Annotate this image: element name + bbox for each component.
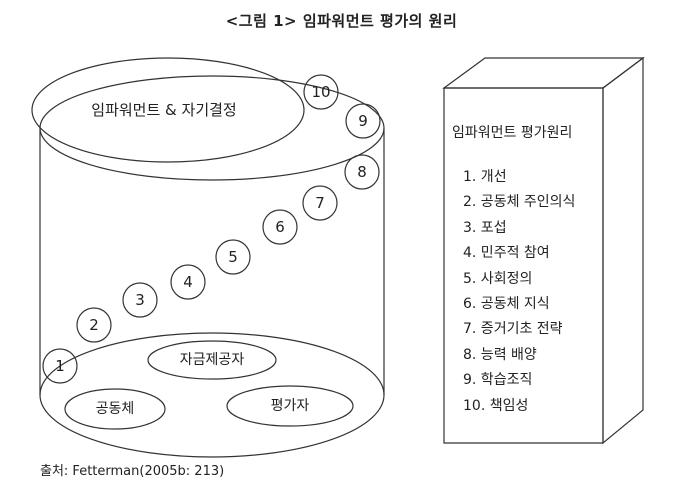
step-circle-6 [262, 209, 298, 245]
top-label: 임파워먼트 & 자기결정 [91, 101, 236, 119]
principle-item: 5. 사회정의 [463, 270, 533, 287]
principle-item: 4. 민주적 참여 [463, 245, 550, 262]
principles-list: 1. 개선 2. 공동체 주인의식 3. 포섭 4. 민주적 참여 5. 사회정… [463, 165, 575, 419]
cylinder-bottom-rim [39, 332, 385, 458]
step-circle-7 [302, 185, 338, 221]
principle-item: 3. 포섭 [463, 219, 507, 236]
step-number: 3 [135, 291, 145, 309]
box-side-face [602, 56, 644, 445]
cylinder-top-rim [39, 75, 385, 181]
step-number: 2 [89, 316, 99, 334]
evaluator-label: 평가자 [271, 398, 310, 414]
step-number: 6 [275, 218, 285, 236]
step-number: 7 [315, 194, 325, 212]
step-circle-8 [344, 154, 380, 190]
principles-box-title: 임파워먼트 평가원리 [452, 125, 573, 141]
step-number: 10 [311, 83, 330, 101]
step-circle-10 [303, 74, 339, 110]
principle-item: 8. 능력 배양 [463, 346, 537, 363]
step-number: 8 [357, 163, 367, 181]
community-label: 공동체 [96, 401, 135, 417]
funder-oval [147, 340, 277, 380]
funder-label: 자금제공자 [180, 352, 245, 368]
figure-source: 출처: Fetterman(2005b: 213) [40, 464, 225, 479]
step-number: 9 [358, 112, 368, 130]
principle-item: 7. 증거기초 전략 [463, 321, 563, 338]
box-top-face [442, 57, 645, 89]
community-oval [64, 388, 166, 430]
principle-item: 1. 개선 [463, 169, 507, 185]
step-number: 4 [183, 273, 193, 291]
step-number: 5 [228, 248, 238, 266]
step-circle-3 [122, 282, 158, 318]
step-circle-9 [345, 103, 381, 139]
step-number: 1 [55, 357, 65, 375]
principle-item: 6. 공동체 지식 [463, 295, 550, 312]
top-empowerment-ellipse [31, 57, 305, 163]
step-circle-4 [170, 264, 206, 300]
evaluator-oval [226, 385, 354, 427]
step-circle-1 [42, 348, 78, 384]
principle-item: 2. 공동체 주인의식 [463, 194, 576, 211]
principle-item: 10. 책임성 [463, 397, 529, 414]
step-circle-2 [76, 307, 112, 343]
step-circle-5 [215, 239, 251, 275]
figure-title: <그림 1> 임파워먼트 평가의 원리 [225, 12, 458, 30]
principle-item: 9. 학습조직 [463, 372, 533, 389]
